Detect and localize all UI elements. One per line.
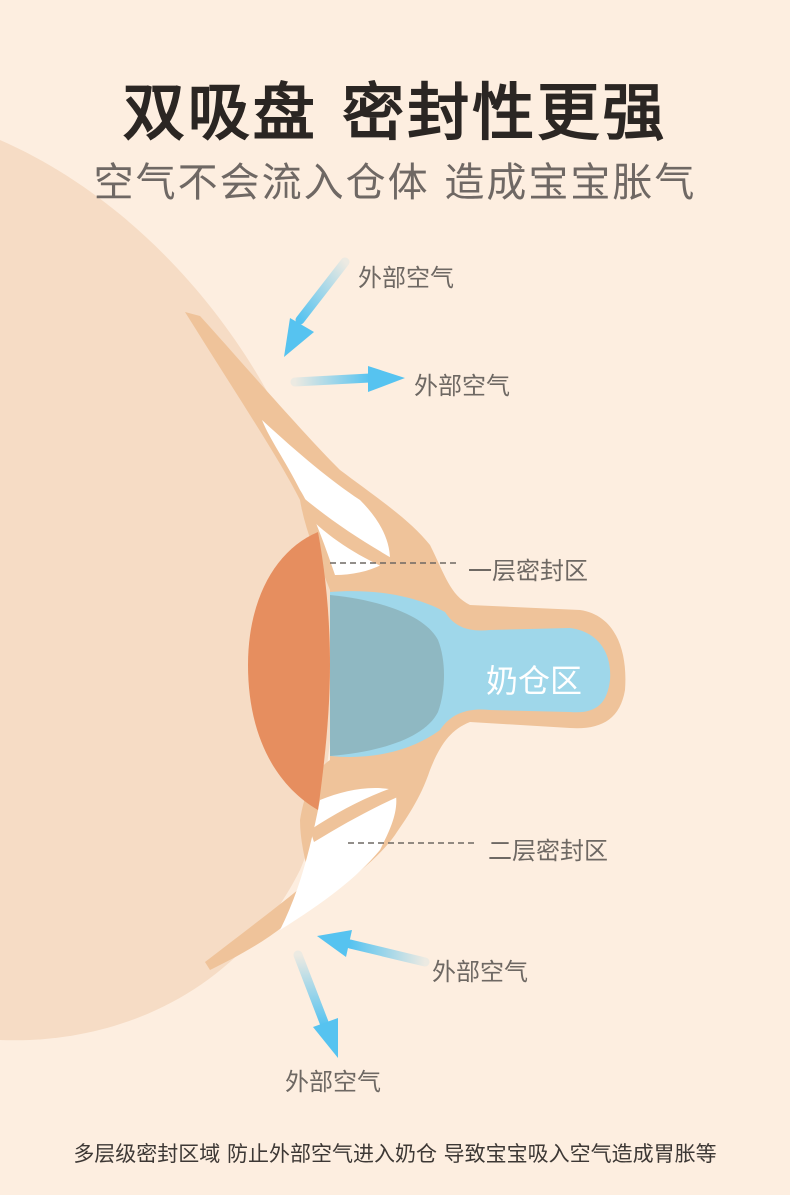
air-arrow-icon: [317, 930, 430, 967]
seal-layer-1-label: 一层密封区: [468, 557, 588, 585]
air-label-upper-right: 外部空气: [414, 372, 510, 400]
seal-layer-2-label: 二层密封区: [488, 837, 608, 865]
flange-inner-upper: [300, 495, 395, 570]
seal-gap-upper: [262, 420, 390, 575]
air-label-top: 外部空气: [358, 264, 454, 292]
air-label-bottom: 外部空气: [285, 1068, 381, 1096]
areola-shape: [248, 532, 330, 810]
air-label-lower-right: 外部空气: [432, 958, 528, 986]
page-title: 双吸盘 密封性更强: [122, 76, 668, 149]
breast-shape: [0, 140, 334, 1041]
air-arrow-icon: [284, 257, 350, 357]
air-arrow-icon: [290, 366, 405, 392]
page-subtitle: 空气不会流入仓体 造成宝宝胀气: [93, 160, 697, 206]
footer-caption: 多层级密封区域 防止外部空气进入奶仓 导致宝宝吸入空气造成胃胀等: [73, 1142, 717, 1166]
nipple-shape: [330, 595, 444, 756]
seal-gap-lower: [280, 788, 397, 930]
milk-chamber-label: 奶仓区: [486, 662, 583, 700]
air-arrow-icon: [293, 950, 338, 1058]
flange-inner-lower: [310, 785, 402, 842]
